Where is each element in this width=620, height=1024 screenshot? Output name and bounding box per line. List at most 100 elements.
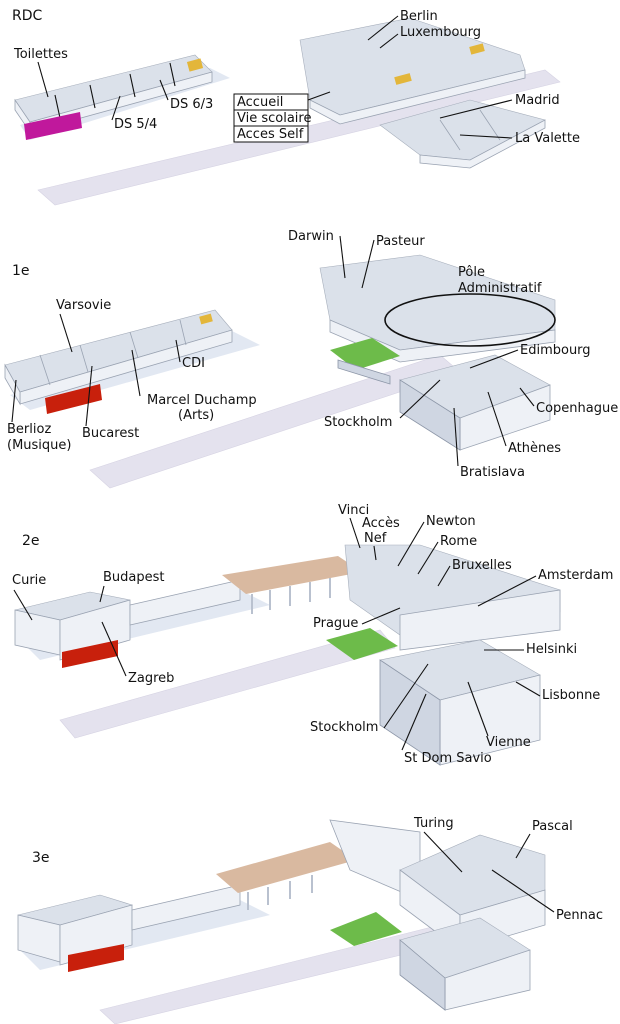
rdc-stairs	[186, 58, 204, 72]
e2-wall	[399, 589, 561, 651]
room-label-arts: (Arts)	[178, 408, 214, 423]
e2-wall	[379, 659, 441, 766]
room-label-helsinki: Helsinki	[526, 642, 577, 657]
room-label-prague: Prague	[313, 616, 358, 631]
e3-canopy	[216, 842, 356, 893]
room-label-stockholm-2e: Stockholm	[310, 720, 378, 735]
e3-corridor	[131, 884, 241, 931]
floor-title: 3e	[32, 850, 50, 866]
room-label-newton: Newton	[426, 514, 476, 529]
floor-rdc: RDC Toilettes DS 5/4 DS 6/3 Berlin Luxem…	[12, 8, 580, 206]
rdc-wall	[419, 119, 546, 169]
leader-line	[85, 365, 93, 427]
leader-line	[131, 349, 141, 397]
room-label-berlin: Berlin	[400, 9, 438, 24]
e1-wall	[4, 363, 21, 406]
rdc-toilettes-block	[24, 112, 82, 140]
e1-wall	[399, 379, 461, 451]
leader-line	[13, 589, 33, 621]
floor-1e: 1e Darwin Pasteur Pôle Administratif Var…	[4, 229, 618, 489]
room-label-turing: Turing	[413, 816, 454, 831]
room-label-vie-scolaire: Vie scolaire	[237, 111, 311, 126]
room-label-marcel-duchamp: Marcel Duchamp	[147, 393, 257, 408]
leader-line	[99, 585, 105, 603]
e2-red-block	[62, 640, 118, 668]
room-label-acces: Accès	[362, 516, 400, 531]
e2-corridor	[129, 579, 241, 626]
room-label-acces-self: Acces Self	[237, 127, 304, 142]
leader-line	[453, 407, 459, 467]
leader-line	[361, 607, 401, 625]
leader-line	[373, 545, 377, 561]
leader-line	[159, 79, 169, 101]
e2-canopy	[222, 556, 362, 594]
leader-line	[477, 575, 537, 607]
leader-line	[379, 33, 399, 49]
leader-line	[467, 681, 489, 737]
room-label-copenhague: Copenhague	[536, 401, 618, 416]
leader-line	[515, 833, 531, 859]
room-label-ds63: DS 6/3	[170, 97, 213, 112]
leader-line	[437, 565, 451, 587]
leader-line	[307, 91, 331, 101]
leader-line	[423, 831, 463, 873]
room-label-berlioz: Berlioz	[7, 422, 51, 437]
room-label-darwin: Darwin	[288, 229, 334, 244]
floor-title: RDC	[12, 8, 43, 24]
e1-red-block	[45, 384, 102, 414]
e1-stairs	[199, 313, 213, 325]
room-label-pole-1: Pôle	[458, 265, 485, 280]
room-label-vinci: Vinci	[338, 503, 369, 518]
leader-line	[367, 15, 399, 41]
rdc-stairs	[394, 73, 412, 85]
floor-2e: 2e Vinci Accès Nef Newton Rome Bruxelles…	[12, 503, 613, 766]
leader-line	[417, 541, 439, 575]
room-label-bruxelles: Bruxelles	[452, 558, 512, 573]
room-label-athenes: Athènes	[508, 441, 561, 456]
leader-line	[399, 379, 441, 419]
e2-road	[59, 629, 396, 739]
room-label-la-valette: La Valette	[515, 131, 580, 146]
leader-line	[101, 621, 127, 677]
leader-line	[401, 693, 427, 751]
e3-red-block	[68, 944, 124, 972]
room-label-vienne: Vienne	[486, 735, 531, 750]
room-label-zagreb: Zagreb	[128, 671, 174, 686]
leader-line	[361, 239, 375, 289]
room-label-musique: (Musique)	[7, 438, 71, 453]
room-label-lisbonne: Lisbonne	[542, 688, 600, 703]
e3-wall	[399, 939, 446, 1011]
room-label-accueil: Accueil	[237, 95, 283, 110]
leader-line	[349, 517, 361, 549]
leader-line	[519, 387, 535, 407]
leader-line	[491, 869, 555, 913]
pole-administratif-ellipse	[384, 293, 556, 347]
room-label-varsovie: Varsovie	[56, 298, 111, 313]
e2-green-roof	[326, 628, 398, 660]
e1-wall	[337, 359, 391, 385]
e3-canopy-posts	[247, 875, 313, 910]
room-label-amsterdam: Amsterdam	[538, 568, 613, 583]
leader-line	[37, 61, 49, 98]
room-label-pennac: Pennac	[556, 908, 603, 923]
leader-line	[111, 95, 121, 121]
room-label-pasteur: Pasteur	[376, 234, 425, 249]
floor-title: 1e	[12, 263, 30, 279]
floor-title: 2e	[22, 533, 40, 549]
room-label-stockholm: Stockholm	[324, 415, 392, 430]
leader-line	[487, 391, 507, 447]
rdc-stairs	[469, 43, 485, 55]
room-label-toilettes: Toilettes	[13, 47, 68, 62]
leader-line	[383, 663, 429, 729]
room-label-budapest: Budapest	[103, 570, 165, 585]
leader-line	[515, 681, 541, 697]
leader-line	[339, 235, 346, 279]
room-label-bratislava: Bratislava	[460, 465, 525, 480]
room-label-madrid: Madrid	[515, 93, 560, 108]
room-label-rome: Rome	[440, 534, 477, 549]
room-label-curie: Curie	[12, 573, 46, 588]
room-label-pascal: Pascal	[532, 819, 573, 834]
e1-green-roof	[330, 338, 400, 370]
room-label-pole-2: Administratif	[458, 281, 542, 296]
e2-canopy-posts	[251, 578, 331, 614]
